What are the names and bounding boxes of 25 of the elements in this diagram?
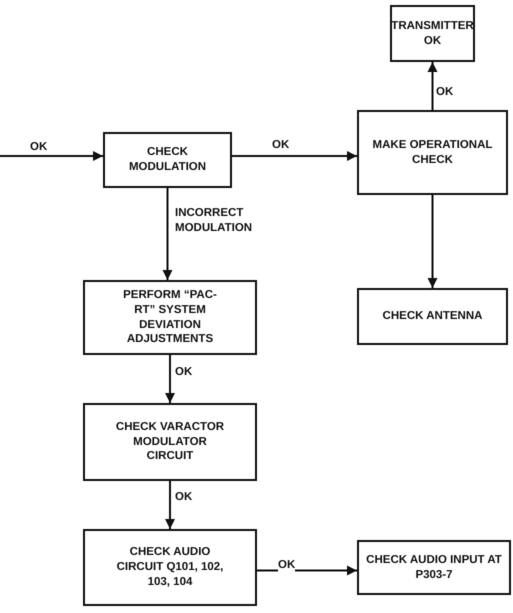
edge-label: OK <box>278 558 296 573</box>
box-label: TRANSMITTER OK <box>391 18 474 48</box>
process-box <box>83 280 257 355</box>
process-box <box>103 132 232 188</box>
arrow <box>165 355 175 403</box>
box-label: CHECK AUDIO CIRCUIT Q101, 102, 103, 104 <box>116 545 224 590</box>
arrow <box>428 62 438 110</box>
box-label: CHECK ANTENNA <box>382 309 482 324</box>
arrow <box>428 195 438 288</box>
arrow <box>165 481 175 529</box>
box-label: CHECK AUDIO INPUT AT P303-7 <box>365 552 503 582</box>
box-label: MAKE OPERATIONAL CHECK <box>372 138 494 168</box>
process-box <box>390 5 475 62</box>
process-box <box>357 110 508 195</box>
box-label: PERFORM “PAC-RT” SYSTEM DEVIATION ADJUSTMENTS <box>122 288 218 348</box>
arrow <box>232 151 357 161</box>
process-box <box>357 540 511 595</box>
box-label: CHECK VARACTOR MODULATOR CIRCUIT <box>114 420 226 464</box>
process-box <box>83 403 257 481</box>
arrow <box>257 566 357 576</box>
arrow <box>162 188 172 280</box>
process-box <box>83 529 257 606</box>
process-box <box>357 288 508 345</box>
box-label: CHECK MODULATION <box>128 145 208 175</box>
arrow <box>0 151 103 161</box>
